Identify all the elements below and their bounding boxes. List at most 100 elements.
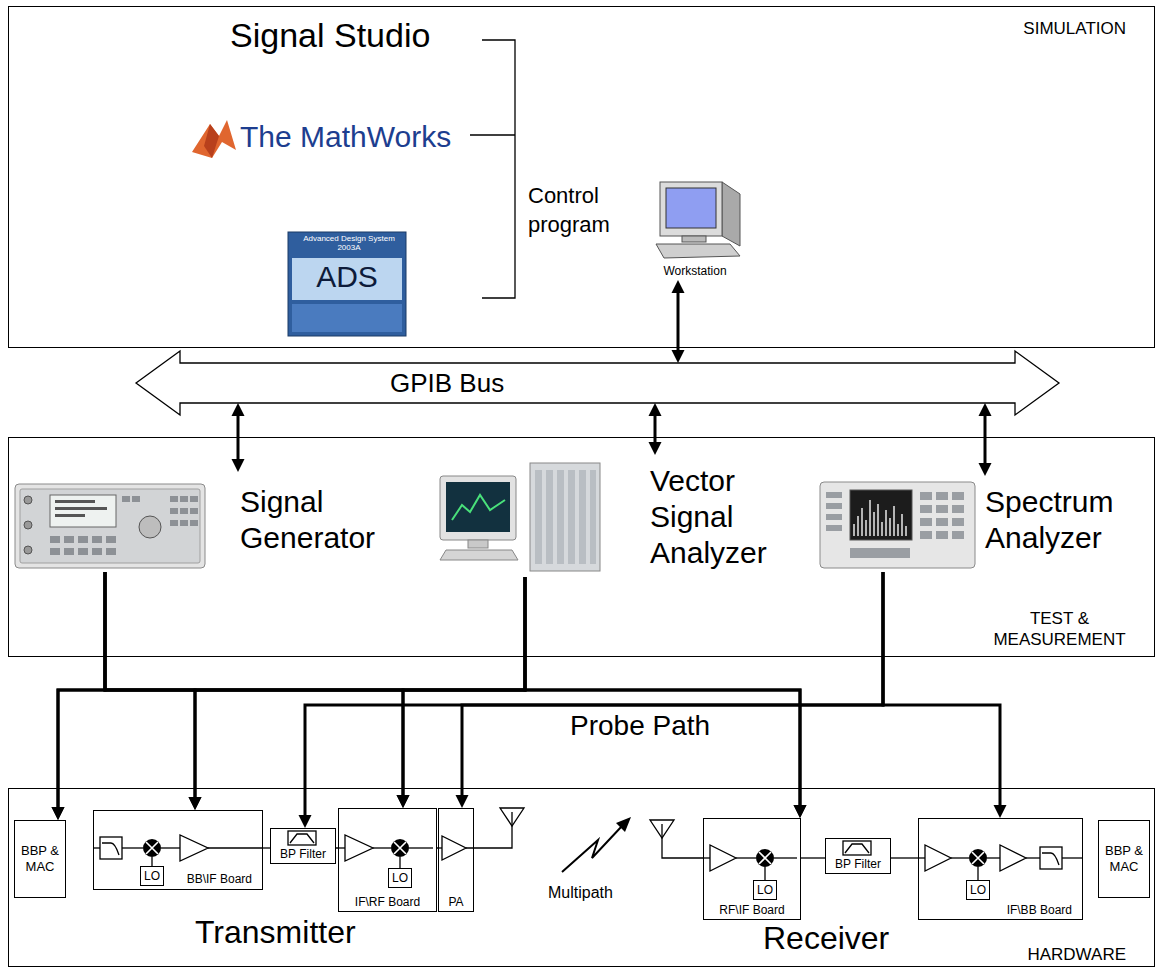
rf-components [208,847,263,848]
connector [649,403,662,455]
signal-generator-illustration [190,508,198,514]
mixer-symbol [969,849,987,867]
tool-name: Signal Studio [230,16,430,55]
product-name: ADS [288,260,406,295]
connector-line [891,857,918,858]
node-text: BBP & MAC [1101,843,1147,874]
bracket [470,40,515,298]
arrow-head [456,795,469,808]
ads-box [292,304,402,332]
multipath-arrow [562,826,622,872]
node-text: BP Filter [826,857,890,871]
connector [525,577,807,818]
arrow-head [794,805,807,818]
mixer-symbol [146,842,158,854]
connector-line [984,412,987,467]
connector [801,858,825,859]
rf-components [409,847,433,848]
signal-generator-illustration [50,548,60,555]
spectrum-analyzer-illustration [850,548,910,558]
connector-line [195,577,525,801]
connector-line [105,572,195,801]
node-text: LO [970,883,986,897]
signal-generator-illustration [180,496,188,502]
signal-generator-illustration [190,520,198,526]
arrow-head [979,403,992,416]
connector-line [58,577,525,811]
region-band: SIMULATION Workstation [8,6,1155,348]
vector-signal-analyzer-illustration [440,550,518,560]
rf-components [288,831,316,845]
rf-components [373,847,391,848]
vector-signal-analyzer-illustration [530,463,600,571]
arrow-head [232,403,245,416]
connector-line [403,577,525,799]
connector-line [305,572,883,819]
instrument: Vector Signal Analyzer [435,455,795,577]
multipath-arrow [562,817,631,872]
signal-generator-illustration [180,508,188,514]
connector-line [883,572,1000,809]
rf-components [102,843,119,855]
arrow-head [52,807,65,820]
signal-generator-illustration [15,484,205,568]
arrow-head [979,463,992,476]
rf-components [345,835,373,861]
spectrum-analyzer-illustration [826,503,842,509]
annotation: Multipath [548,884,613,902]
rf-components [466,812,512,848]
mathworks-logo [192,120,236,158]
vector-signal-analyzer-illustration [568,470,575,564]
rf-components [180,835,208,861]
spectrum-analyzer-illustration [826,514,842,520]
connector [456,572,884,808]
node-text: TEST & MEASUREMENT [987,609,1132,650]
rf-components [122,847,143,848]
spectrum-analyzer-illustration [952,492,964,500]
arrow-head [672,350,685,363]
logo-text: The MathWorks [240,120,451,155]
arrow-head [794,805,807,818]
mixer-symbol [756,849,774,867]
annotation: Control program [528,182,646,239]
node-text: SIMULATION [1023,19,1126,39]
rf-components [1026,857,1040,858]
vector-signal-analyzer-illustration [579,470,586,564]
connector-line [677,289,680,354]
arrow-head [189,797,202,810]
node-text: BB\IF Board [187,872,252,886]
connector [189,577,526,810]
ads-box [288,232,406,336]
rf-components [500,808,524,826]
workstation-icon [656,182,740,258]
vector-signal-analyzer-illustration [440,476,516,540]
signal-generator-illustration [170,496,178,502]
arrow-head [397,795,410,808]
connector-line [462,572,883,799]
arrow-head [189,797,202,810]
filter-box: BP Filter [825,838,891,874]
workstation: Workstation [640,176,750,280]
vector-signal-analyzer-illustration [535,470,596,564]
workstation-icon [722,182,740,246]
rf-components [764,867,765,880]
connector [979,403,992,476]
workstation-icon [656,244,740,258]
spectrum-analyzer-illustration [936,505,948,513]
signal-generator-illustration [106,536,116,543]
spectrum-analyzer-illustration [826,492,842,498]
connector [105,572,807,818]
vector-signal-analyzer-illustration [468,540,488,548]
rf-components [925,845,951,871]
arrow-head [299,815,312,828]
rf-components [290,834,314,843]
rf-components [442,836,466,860]
node-text: RF\IF Board [704,903,800,917]
node-text: BBP & MAC [17,843,63,874]
signal-generator-illustration [55,500,95,503]
vector-signal-analyzer-illustration [452,495,505,520]
oscillator-box: LO [966,880,990,900]
oscillator-box: LO [388,868,412,888]
rf-components [774,857,797,858]
